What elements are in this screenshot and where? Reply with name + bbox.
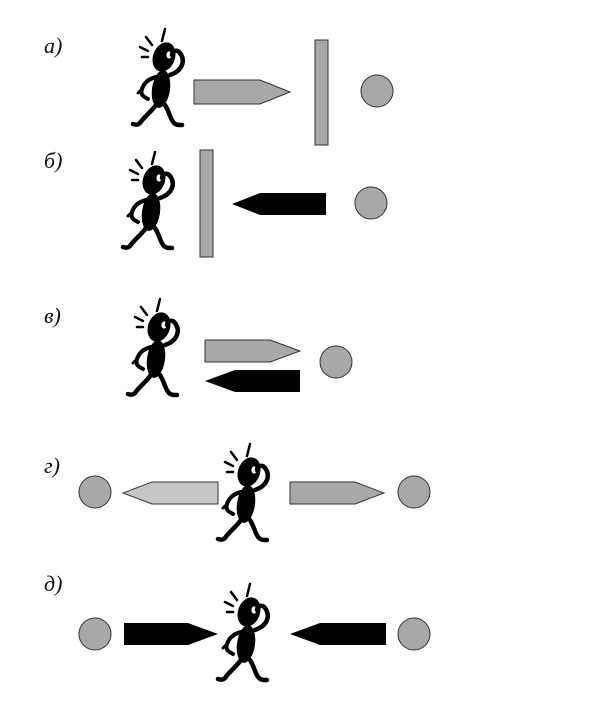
figure-g [218,444,268,540]
ball-a [360,74,394,108]
ball-b [354,186,388,220]
row-label-b: б) [44,148,63,173]
wall-b [199,149,214,258]
ball-d-left [78,617,112,651]
arrow-v-right [204,339,302,363]
figure-v [128,299,178,395]
figure-d [218,584,268,680]
row-label-a: а) [44,33,63,58]
ball-g-left [78,475,112,509]
arrow-g-right [289,481,386,505]
figure-b [123,152,173,248]
row-label-v: в) [44,303,61,328]
ball-d-right [397,617,431,651]
ball-g-right [397,475,431,509]
arrow-b-left [232,193,326,215]
row-label-d: д) [44,571,63,596]
row-label-g: г) [44,453,60,478]
arrow-g-left [121,481,219,505]
arrow-v-left [205,370,300,392]
arrow-d-right [124,623,218,645]
wall-a [314,39,329,146]
arrow-d-left [290,623,386,645]
ball-v [319,345,353,379]
arrow-a-right [193,79,292,105]
figure-a [133,29,183,125]
